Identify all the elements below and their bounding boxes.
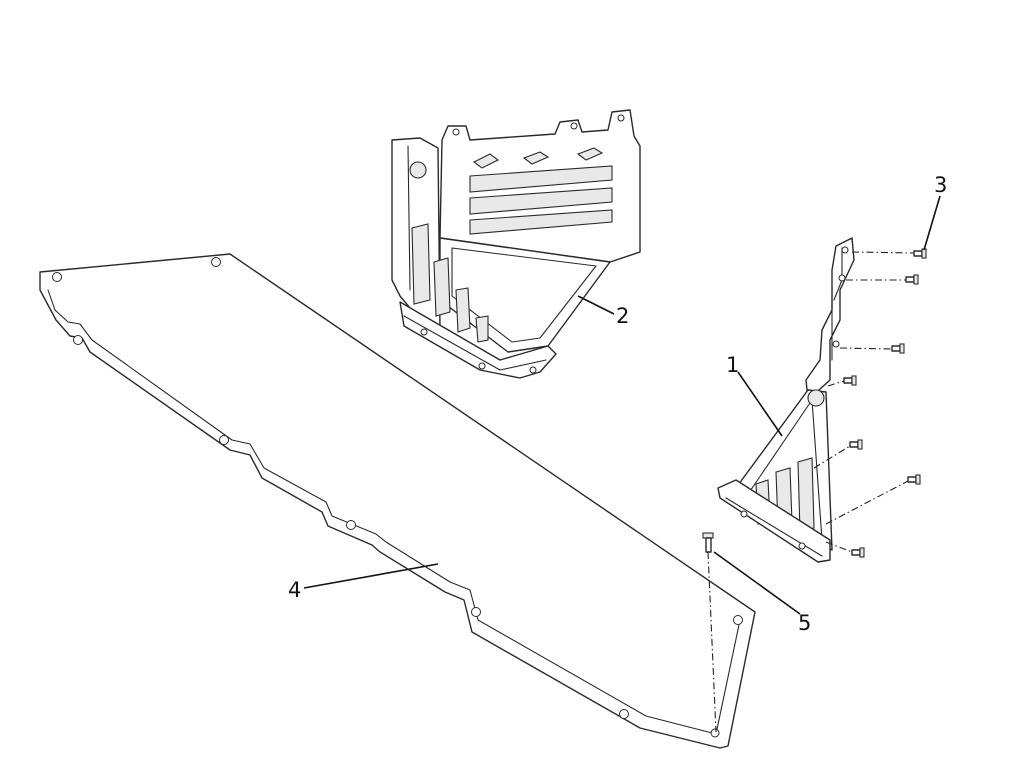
bolt	[891, 343, 905, 354]
bolt	[913, 248, 927, 259]
callout-labels: 1 2 3 4 5	[288, 173, 947, 635]
part-2-upper-bracket	[391, 109, 641, 379]
bracket-top-slots	[472, 147, 604, 169]
skid-plate-holes	[52, 257, 743, 738]
bolt	[849, 439, 863, 450]
bracket-front-slots	[411, 223, 489, 343]
bolt	[905, 274, 919, 285]
callout-5: 5	[798, 611, 811, 635]
callout-3: 3	[934, 173, 947, 197]
part-1-side-bracket	[717, 237, 855, 563]
bolt	[907, 474, 921, 485]
callout-1: 1	[726, 353, 739, 377]
leader-lines	[303, 195, 941, 615]
part-5-bolt	[702, 532, 714, 553]
assembly-lines	[707, 251, 915, 733]
bolt	[851, 547, 865, 558]
part-4-skid-plate	[39, 253, 756, 749]
callout-2: 2	[616, 304, 629, 328]
part-3-bolts	[843, 248, 927, 558]
bolt	[843, 375, 857, 386]
bracket-louvers	[469, 165, 613, 235]
callout-4: 4	[288, 578, 301, 602]
